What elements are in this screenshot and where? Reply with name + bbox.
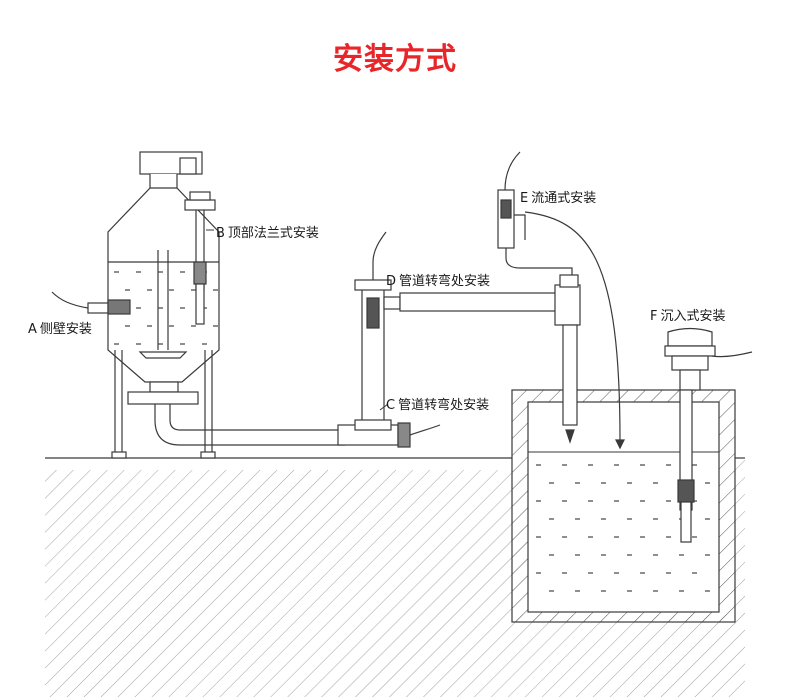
vessel <box>107 151 220 459</box>
basin <box>511 389 736 623</box>
vessel-liquid <box>114 271 218 345</box>
ground <box>45 457 745 697</box>
sensor-a <box>51 291 131 315</box>
leader-lines <box>206 229 389 411</box>
sensor-e <box>497 151 625 450</box>
page-title: 安装方式 <box>333 42 457 77</box>
sensor-f <box>664 327 753 543</box>
sensor-b <box>184 191 216 325</box>
main-pipe <box>154 404 441 448</box>
riser-pipe <box>354 231 581 431</box>
